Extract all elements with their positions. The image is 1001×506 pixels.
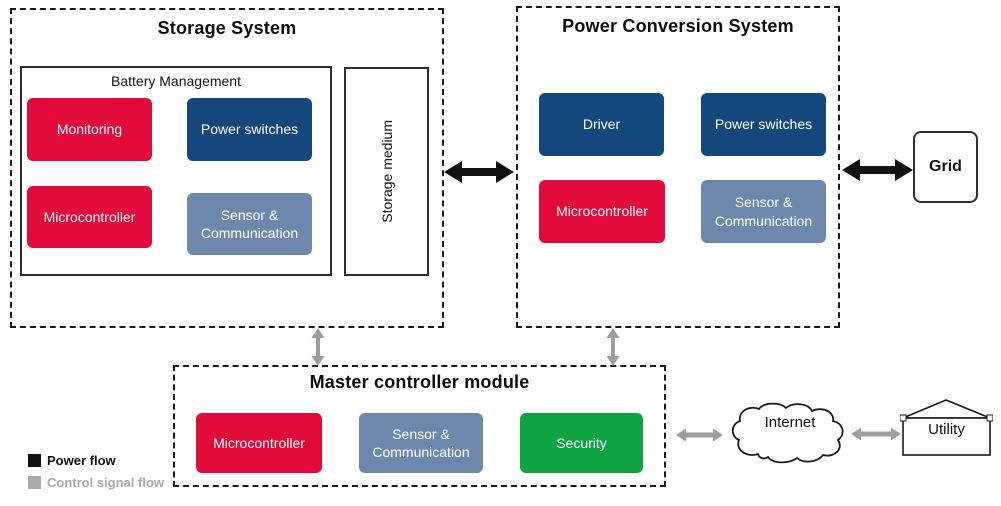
legend-control-signal-flow-label: Control signal flow bbox=[47, 475, 164, 490]
module-sensor-communication-master: Sensor & Communication bbox=[359, 413, 483, 473]
module-label: Microcontroller bbox=[556, 203, 648, 220]
legend-control-signal-flow: Control signal flow bbox=[28, 475, 164, 490]
module-label: Power switches bbox=[714, 116, 813, 133]
power-flow-arrow-pcs-grid-icon bbox=[842, 159, 913, 181]
grid-label: Grid bbox=[929, 158, 962, 175]
legend-power-flow-label: Power flow bbox=[47, 453, 116, 468]
power-flow-swatch-icon bbox=[28, 454, 41, 467]
module-label: Monitoring bbox=[56, 121, 123, 138]
module-microcontroller-bm: Microcontroller bbox=[27, 186, 152, 248]
module-sensor-communication-pcs: Sensor & Communication bbox=[701, 180, 826, 243]
power-conversion-system-title: Power Conversion System bbox=[562, 16, 794, 36]
control-flow-arrow-pcs-master-icon bbox=[606, 328, 620, 366]
module-label: Security bbox=[556, 434, 607, 451]
module-driver: Driver bbox=[539, 93, 664, 156]
storage-medium-label: Storage medium bbox=[378, 120, 395, 223]
module-label: Sensor & Communication bbox=[714, 194, 813, 229]
module-microcontroller-pcs: Microcontroller bbox=[539, 180, 665, 243]
control-flow-arrow-storage-master-icon bbox=[311, 328, 325, 366]
internet-label: Internet bbox=[764, 414, 816, 431]
utility-label: Utility bbox=[928, 421, 965, 438]
utility-house-icon bbox=[900, 399, 993, 456]
module-label: Sensor & Communication bbox=[200, 206, 299, 241]
master-controller-title: Master controller module bbox=[309, 372, 530, 392]
power-flow-arrow-storage-pcs-icon bbox=[444, 161, 514, 183]
module-label: Driver bbox=[582, 116, 621, 133]
battery-management-title: Battery Management bbox=[111, 73, 241, 89]
module-label: Microcontroller bbox=[43, 208, 136, 225]
control-signal-flow-swatch-icon bbox=[28, 476, 41, 489]
control-flow-arrow-master-internet-icon bbox=[676, 428, 723, 442]
module-monitoring: Monitoring bbox=[27, 98, 152, 161]
module-sensor-communication-bm: Sensor & Communication bbox=[187, 193, 312, 255]
module-label: Microcontroller bbox=[213, 434, 305, 451]
storage-medium-box: Storage medium bbox=[344, 67, 429, 276]
storage-system-title: Storage System bbox=[157, 18, 297, 38]
grid-box: Grid bbox=[913, 131, 978, 203]
module-security: Security bbox=[520, 413, 643, 473]
power-conversion-system-box bbox=[516, 6, 840, 328]
module-label: Sensor & Communication bbox=[372, 425, 470, 460]
module-power-switches-pcs: Power switches bbox=[701, 93, 826, 156]
module-label: Power switches bbox=[200, 121, 299, 138]
control-flow-arrow-internet-utility-icon bbox=[851, 427, 901, 441]
module-power-switches-bm: Power switches bbox=[187, 98, 312, 161]
module-microcontroller-master: Microcontroller bbox=[196, 413, 322, 473]
legend-power-flow: Power flow bbox=[28, 453, 116, 468]
internet-cloud-icon bbox=[731, 402, 844, 464]
